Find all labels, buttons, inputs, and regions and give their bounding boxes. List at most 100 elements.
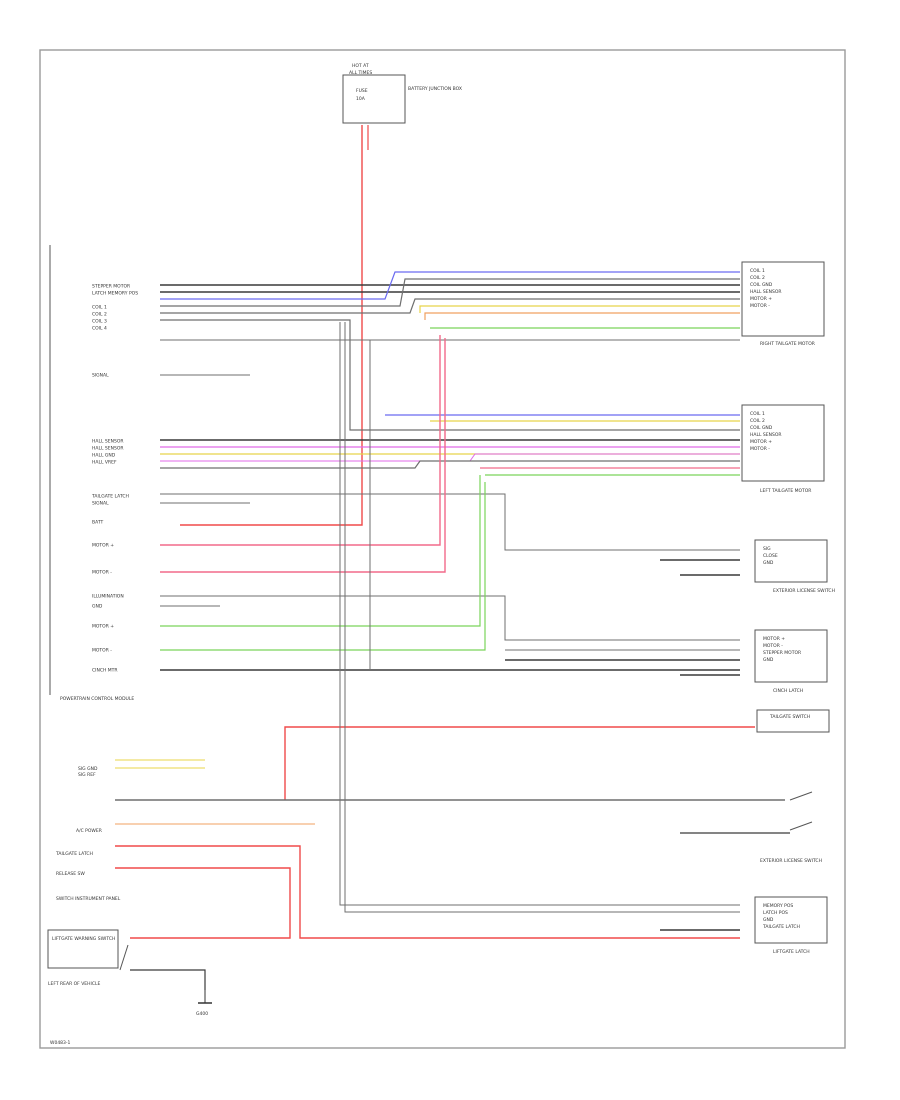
wire-coil-1 — [160, 271, 740, 300]
connector-pin-label: MOTOR + — [763, 636, 785, 642]
connector-pin-label: CLOSE — [763, 553, 778, 559]
wire-memory-pos — [339, 322, 740, 906]
bottom-switch-box — [47, 929, 119, 969]
lower-left-label-5: RELEASE SW — [56, 871, 85, 877]
module-pin-label: SIGNAL — [92, 501, 109, 507]
wire-tailgate-switch — [284, 726, 755, 800]
connector-title: EXTERIOR LICENSE SWITCH — [773, 588, 835, 594]
module-pin-label: SIGNAL — [92, 373, 109, 379]
connector-pin-label: HALL SENSOR — [750, 289, 782, 295]
connector-box — [754, 629, 828, 683]
wire-hall-vref — [160, 460, 740, 469]
wire-latch-pos-lower — [344, 322, 740, 913]
fuse-label-3: FUSE — [356, 88, 368, 94]
fuse-box-outline — [342, 74, 406, 124]
connector-box — [754, 539, 828, 583]
connector-pin-label: MOTOR - — [750, 303, 770, 309]
module-pin-label: HALL SENSOR — [92, 439, 124, 445]
control-module: POWERTRAIN CONTROL MODULE STEPPER MOTORL… — [49, 245, 138, 702]
connector-pin-label: COIL 2 — [750, 418, 765, 424]
module-pin-label: LATCH MEMORY POS — [92, 291, 138, 297]
lower-left-label-3: A/C POWER — [76, 828, 102, 834]
module-pin-label: GND — [92, 604, 103, 610]
module-pin-label: COIL 3 — [92, 319, 107, 325]
lower-right-labels: TAILGATE SWITCH EXTERIOR LICENSE SWITCH — [756, 709, 830, 864]
bottom-switch-contact — [119, 944, 129, 971]
lower-left-label-1: SIG GND — [78, 766, 98, 772]
fuse-block: HOT AT ALL TIMES FUSE 10A BATTERY JUNCTI… — [342, 63, 462, 124]
wire-motor-minus — [160, 338, 446, 573]
connector-box — [741, 404, 825, 482]
connector-title: CINCH LATCH — [773, 688, 803, 694]
bottom-switch: LIFTGATE WARNING SWITCH LEFT REAR OF VEH… — [47, 929, 212, 1017]
connector-pin-label: TAILGATE LATCH — [762, 924, 800, 930]
connector-pin-label: HALL SENSOR — [750, 432, 782, 438]
connector-box — [754, 896, 828, 944]
wire-release — [115, 867, 291, 939]
connector-pin-label: MOTOR - — [750, 446, 770, 452]
connector-title: LEFT TAILGATE MOTOR — [760, 488, 811, 494]
ground-label: G400 — [196, 1011, 208, 1017]
connector-pin-label: GND — [763, 657, 774, 663]
connector-pin-label: MOTOR - — [763, 643, 783, 649]
wire-harness — [115, 125, 790, 990]
wire-cinch-plus — [160, 475, 481, 627]
outer-frame — [39, 49, 846, 1049]
wire-hall-a — [419, 305, 740, 313]
wire-motor-plus — [160, 335, 441, 546]
module-pin-label: MOTOR + — [92, 624, 114, 630]
lower-left-label-2: SIG REF — [78, 772, 96, 778]
connector-title: RIGHT TAILGATE MOTOR — [760, 341, 815, 347]
module-pin-label: MOTOR - — [92, 648, 112, 654]
wire-coil-4 — [160, 319, 740, 431]
connector-pin-label: COIL GND — [750, 282, 773, 288]
wire-coil-3 — [160, 298, 740, 314]
lower-right-label-1: TAILGATE SWITCH — [769, 714, 810, 720]
connector-pin-label: COIL 2 — [750, 275, 765, 281]
module-pin-label: COIL 4 — [92, 326, 107, 332]
wire-hall-b — [424, 312, 740, 320]
fuse-label-4: 10A — [356, 96, 366, 102]
wire-illumination — [160, 595, 740, 641]
connector-pin-label: MOTOR + — [750, 296, 772, 302]
module-pin-label: ILLUMINATION — [92, 594, 124, 600]
connector-pin-label: COIL GND — [750, 425, 773, 431]
module-pin-label: BATT — [92, 520, 103, 526]
lower-left-label-6: SWITCH INSTRUMENT PANEL — [56, 896, 121, 902]
module-pin-label: MOTOR + — [92, 543, 114, 549]
module-label: POWERTRAIN CONTROL MODULE — [60, 696, 134, 702]
wire-coil-2 — [160, 278, 740, 307]
wire-ground-run — [130, 969, 206, 990]
connector-pin-label: COIL 1 — [750, 411, 765, 417]
connector-box — [741, 261, 825, 337]
connector-pin-label: MEMORY POS — [763, 903, 793, 909]
connector-pin-label: LATCH POS — [763, 910, 788, 916]
bottom-label-1: LIFTGATE WARNING SWITCH — [52, 936, 115, 942]
module-pin-label: STEPPER MOTOR — [92, 284, 130, 290]
switch-contact-upper — [789, 791, 813, 801]
module-pin-label: HALL SENSOR — [92, 446, 124, 452]
fuse-note: BATTERY JUNCTION BOX — [408, 86, 462, 92]
connector-pin-label: COIL 1 — [750, 268, 765, 274]
fuse-label-1: HOT AT — [352, 63, 369, 69]
module-pin-label: COIL 1 — [92, 305, 107, 311]
module-pin-label: MOTOR - — [92, 570, 112, 576]
connector-pin-label: MOTOR + — [750, 439, 772, 445]
lower-left-label-4: TAILGATE LATCH — [55, 851, 93, 857]
connector-pin-label: STEPPER MOTOR — [763, 650, 801, 656]
lower-left-labels: SIG GND SIG REF A/C POWER TAILGATE LATCH… — [55, 766, 121, 902]
tailgate-switch-box — [756, 709, 830, 733]
switch-contact — [789, 821, 813, 831]
connector-pin-label: GND — [763, 917, 774, 923]
connector-pin-label: SIG — [763, 546, 771, 552]
connector-pin-label: GND — [763, 560, 774, 566]
wire-tailgate-latch-lower — [115, 845, 740, 939]
wire-tailgate-latch — [160, 493, 740, 551]
footer-code: W0483-1 — [50, 1040, 71, 1046]
module-pin-label: COIL 2 — [92, 312, 107, 318]
module-pin-label: HALL VREF — [92, 460, 117, 466]
